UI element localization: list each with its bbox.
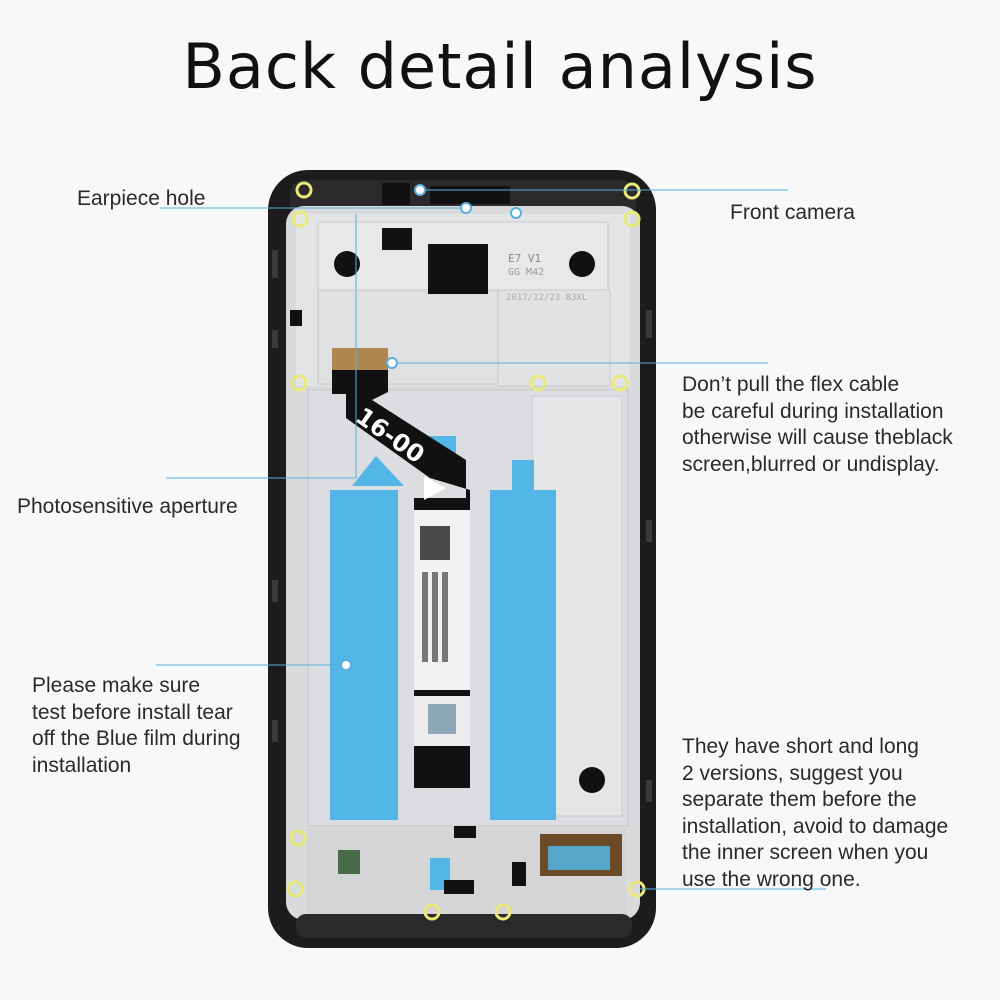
vibration-hole [579, 767, 605, 793]
top-pad [428, 244, 488, 294]
mount-hole-left [334, 251, 360, 277]
frame-side-notches [272, 250, 652, 802]
play-triangle-icon [424, 476, 446, 500]
upper-right-recess [497, 289, 611, 387]
callout-dots [340, 184, 522, 671]
small-component [338, 850, 360, 874]
earpiece-window [430, 186, 510, 204]
label-photosensitive-aperture: Photosensitive aperture [17, 495, 238, 518]
side-clip [290, 310, 302, 326]
page-title: Back detail analysis [182, 30, 818, 103]
label-blue-film: Please make sure test before install tea… [32, 674, 241, 777]
upper-left-recess [317, 289, 499, 385]
mount-hole-right [569, 251, 595, 277]
blue-film-right [490, 490, 556, 820]
label-flex-cable: Don’t pull the flex cable be careful dur… [682, 373, 953, 476]
qr-code-2 [428, 704, 456, 734]
sensor-window [382, 228, 412, 250]
label-front-camera: Front camera [730, 201, 855, 224]
frame-date: 2017/12/23 83XL [506, 293, 587, 303]
label-versions: They have short and long 2 versions, sug… [682, 735, 949, 891]
frame-code-1: E7 V1 [508, 252, 541, 265]
blue-film-left [330, 490, 398, 820]
screw-rings [286, 181, 646, 921]
label-earpiece-hole: Earpiece hole [77, 187, 206, 210]
frame-code-2: GG M42 [508, 267, 544, 278]
camera-window [382, 183, 410, 205]
bottom-bracket [296, 914, 632, 938]
qr-code-1 [420, 526, 450, 560]
callout-lines [156, 189, 826, 890]
flex-connector [332, 348, 388, 370]
